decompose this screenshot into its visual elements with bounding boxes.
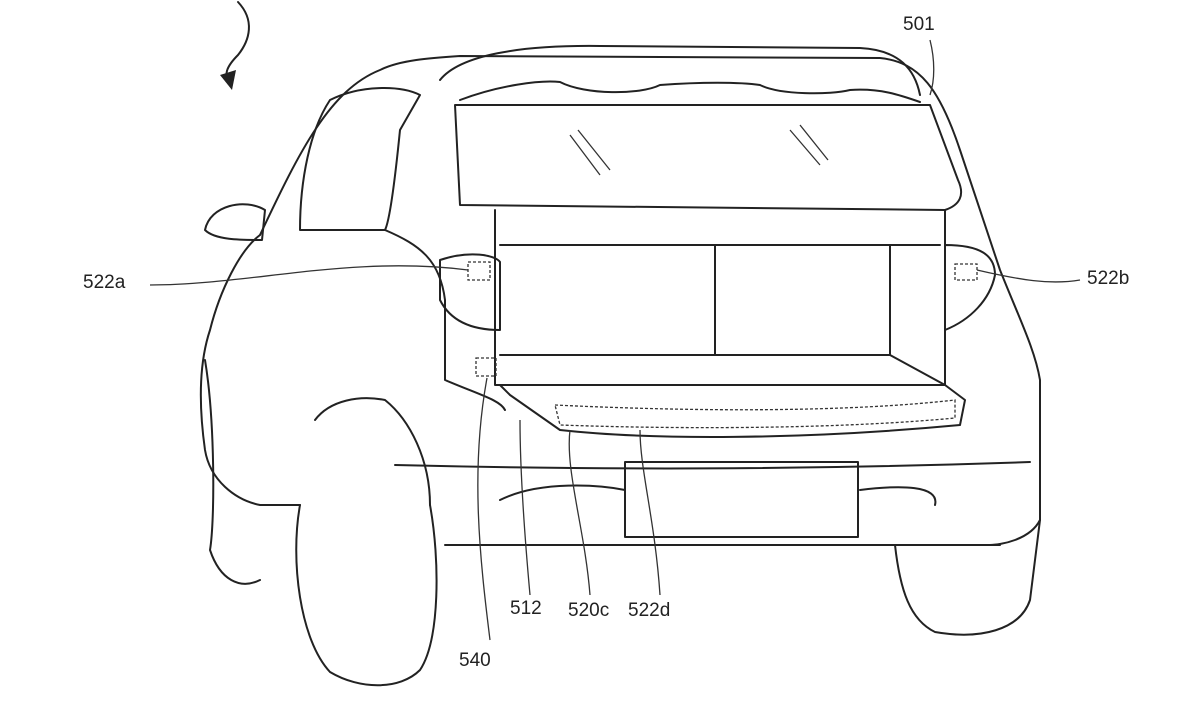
- light-strip-520c: [554, 399, 956, 429]
- arrowhead-icon: [220, 70, 236, 90]
- label-540: 540: [459, 650, 491, 671]
- leader-lines: [149, 39, 1081, 641]
- label-520c: 520c: [568, 600, 610, 621]
- reference-arrow: [225, 1, 250, 83]
- sensor-540: [475, 357, 497, 377]
- sensor-522b: [954, 263, 978, 281]
- label-501: 501: [903, 14, 935, 35]
- label-522b: 522b: [1087, 268, 1130, 289]
- car-body: [199, 44, 1041, 687]
- label-522a: 522a: [83, 272, 126, 293]
- label-512: 512: [510, 598, 542, 619]
- license-plate: [624, 461, 859, 538]
- sensor-522a: [467, 261, 491, 281]
- label-522d: 522d: [628, 600, 671, 621]
